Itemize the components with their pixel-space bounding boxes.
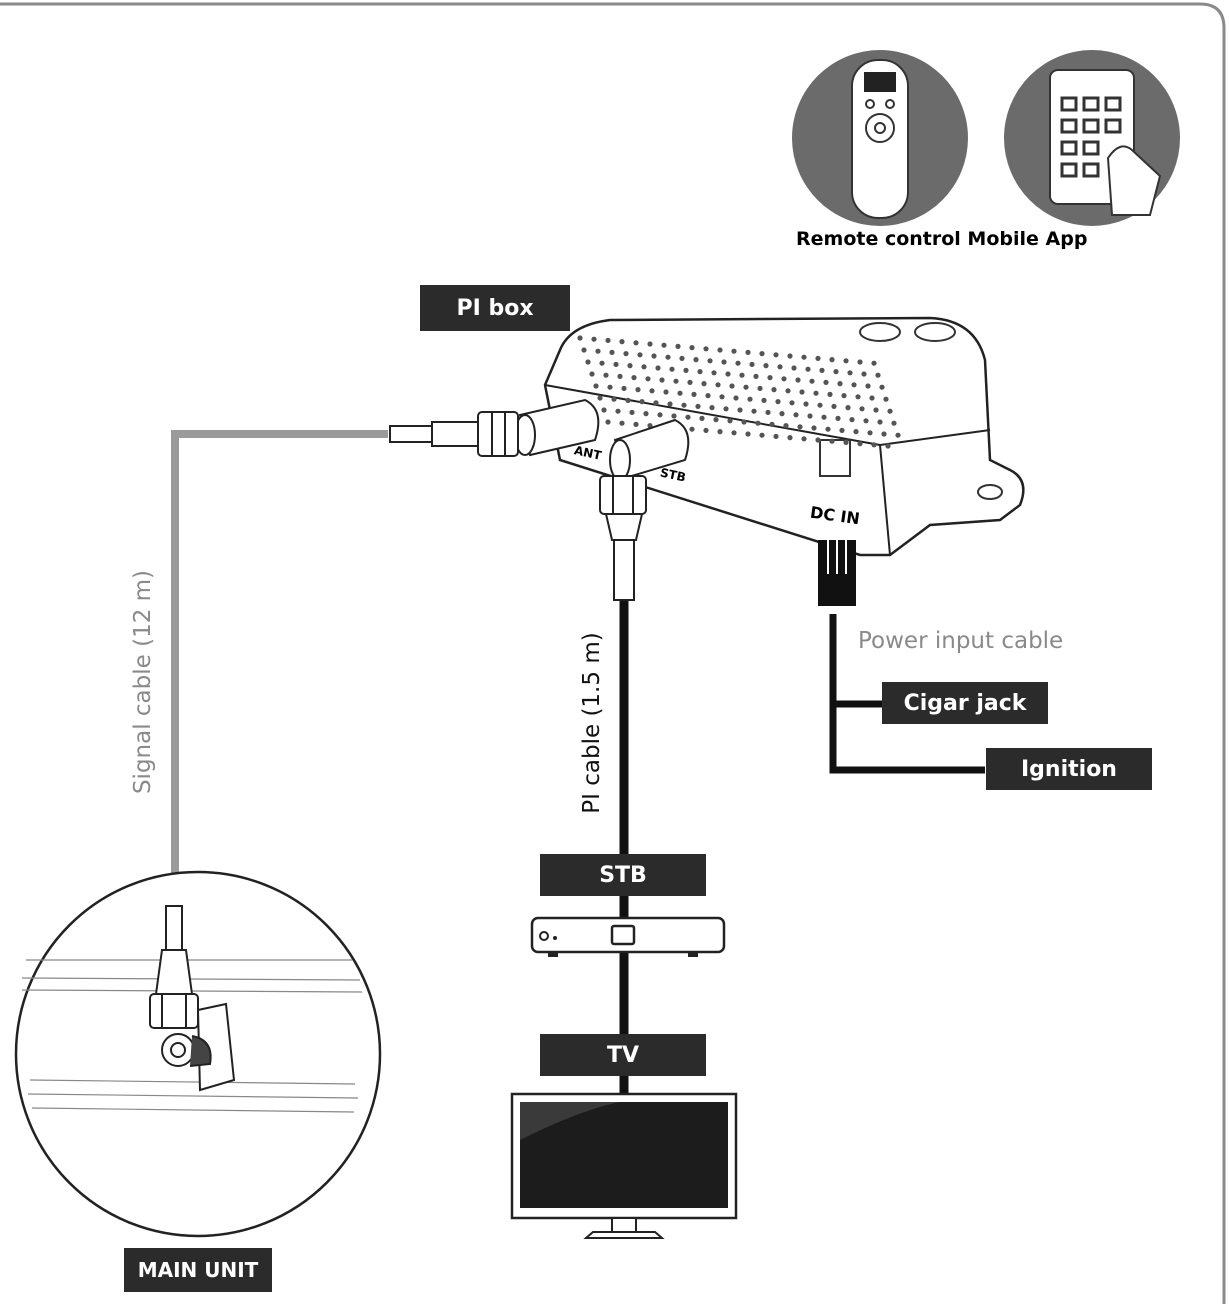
tv-label: TV xyxy=(540,1034,706,1076)
power-input-cable-label: Power input cable xyxy=(858,628,1064,654)
signal-cable-label: Signal cable (12 m) xyxy=(130,569,156,795)
main-unit-closeup xyxy=(14,870,382,1238)
remote-mobile-caption: Remote control Mobile App xyxy=(796,228,1088,250)
mobile-app-icon xyxy=(1004,50,1180,226)
ignition-label: Ignition xyxy=(986,748,1152,790)
stb-label: STB xyxy=(540,854,706,896)
stb-connector xyxy=(599,475,647,601)
main-unit-label: MAIN UNIT xyxy=(124,1248,272,1292)
pi-box-device xyxy=(514,316,1025,557)
pi-box-vents xyxy=(577,335,901,449)
tv-device xyxy=(510,1092,738,1239)
signal-cable-line xyxy=(171,430,388,906)
pi-cable-label: PI cable (1.5 m) xyxy=(579,632,605,814)
cigar-jack-label: Cigar jack xyxy=(882,682,1048,724)
ant-connector xyxy=(389,411,519,457)
set-top-box-device xyxy=(530,916,726,957)
dc-plug xyxy=(818,540,856,606)
pi-box-label: PI box xyxy=(420,285,570,331)
remote-control-icon xyxy=(792,50,968,226)
power-cable-line xyxy=(829,614,985,774)
